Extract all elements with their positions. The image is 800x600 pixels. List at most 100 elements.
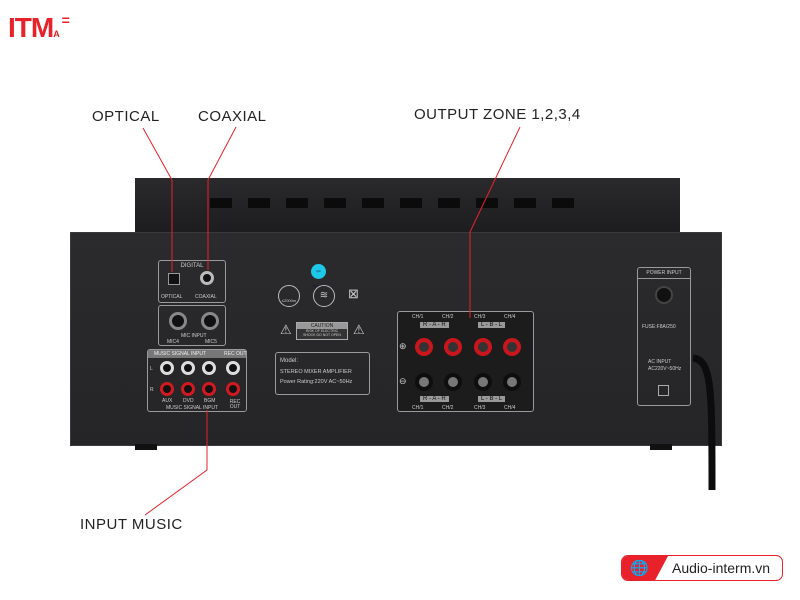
music-bottom-label: MUSIC SIGNAL INPUT <box>166 405 219 411</box>
foot <box>650 444 672 450</box>
vent <box>400 198 422 208</box>
ch4-negative-terminal[interactable] <box>503 373 521 391</box>
zone-a-label: R - A - R <box>420 322 449 328</box>
optical-leader-line <box>142 127 173 272</box>
model-label-box: Model: STEREO MIXER AMPLIFIER Power Rati… <box>275 352 370 395</box>
amplifier-rear-panel <box>70 232 722 446</box>
speaker-output-panel: CH/1 CH/2 CH/3 CH/4 R - A - R L - B - L … <box>397 311 534 412</box>
brand-logo: ITMA = <box>8 12 70 44</box>
ch3-positive-terminal[interactable] <box>474 338 492 356</box>
vent <box>552 198 574 208</box>
ac-input-label: AC INPUT <box>648 359 672 365</box>
warning-electric-icon: ⚠ <box>280 322 292 337</box>
aux-l-jack[interactable] <box>160 361 174 375</box>
double-insulation-icon <box>658 385 669 396</box>
coaxial-port[interactable] <box>200 271 214 285</box>
logo-sub: A <box>53 29 59 39</box>
ch3-bottom: CH/3 <box>474 405 486 411</box>
coaxial-label: COAXIAL <box>195 294 217 300</box>
caution-label: CAUTION RISK OF ELECTRIC SHOCK DO NOT OP… <box>296 322 348 340</box>
callout-output-zone: OUTPUT ZONE 1,2,3,4 <box>414 106 581 123</box>
ch2-positive-terminal[interactable] <box>444 338 462 356</box>
caution-title: CAUTION <box>297 323 347 329</box>
ch1-negative-terminal[interactable] <box>415 373 433 391</box>
rec-label: REC OUT <box>229 399 241 410</box>
ch2-label: CH/2 <box>442 314 454 320</box>
coaxial-leader-line <box>207 126 237 270</box>
optical-label: OPTICAL <box>161 294 183 300</box>
dvd-r-jack[interactable] <box>181 382 195 396</box>
callout-coaxial: COAXIAL <box>198 108 267 125</box>
vent <box>438 198 460 208</box>
logo-text: ITM <box>8 12 54 43</box>
weee-bin-icon: ⊠ <box>348 286 359 301</box>
globe-icon: 🌐 <box>630 560 649 577</box>
rec-r-jack[interactable] <box>226 382 240 396</box>
vent <box>210 198 232 208</box>
power-title: POWER INPUT <box>638 268 690 279</box>
ch1-label: CH/1 <box>412 314 424 320</box>
foot <box>135 444 157 450</box>
fuse-rating: FUSE:F8A/250 <box>642 324 676 330</box>
mic5-jack[interactable] <box>201 312 219 330</box>
ch2-bottom: CH/2 <box>442 405 454 411</box>
left-label: L <box>150 366 153 372</box>
aux-label: AUX <box>162 398 173 404</box>
bgm-r-jack[interactable] <box>202 382 216 396</box>
minus-icon: ⊖ <box>399 376 407 386</box>
ch1-bottom: CH/1 <box>412 405 424 411</box>
rec-out-title: REC OUT <box>224 351 247 357</box>
ch2-negative-terminal[interactable] <box>444 373 462 391</box>
input-music-leader-line <box>144 410 208 516</box>
vent <box>362 198 384 208</box>
ch3-label: CH/3 <box>474 314 486 320</box>
logo-mark: = <box>58 12 70 28</box>
music-title: MUSIC SIGNAL INPUT <box>154 351 207 357</box>
ch1-positive-terminal[interactable] <box>415 338 433 356</box>
vent <box>286 198 308 208</box>
right-label: R <box>150 387 154 393</box>
website-text: Audio-interm.vn <box>672 560 771 576</box>
ch4-label: CH/4 <box>504 314 516 320</box>
dvd-label: DVD <box>183 398 194 404</box>
fuse-holder[interactable] <box>655 286 673 304</box>
mic5-label: MIC5 <box>205 339 217 345</box>
mic4-label: MIC4 <box>167 339 179 345</box>
plus-icon: ⊕ <box>399 341 407 351</box>
output-leader-line <box>469 126 521 318</box>
bgm-l-jack[interactable] <box>202 361 216 375</box>
vent <box>476 198 498 208</box>
no-humidity-icon: ≋ <box>313 285 335 307</box>
zone-b-label: L - B - L <box>478 322 506 328</box>
ac-rating: AC220V~50Hz <box>648 366 682 372</box>
digital-title: DIGITAL <box>180 263 204 269</box>
caution-line1: RISK OF ELECTRIC <box>305 329 339 333</box>
website-badge[interactable]: 🌐 Audio-interm.vn <box>621 555 783 581</box>
mic-title: MIC INPUT <box>181 333 207 339</box>
product-name: STEREO MIXER AMPLIFIER <box>280 369 352 375</box>
zone-a-bottom-label: R - A - R <box>420 396 449 402</box>
callout-optical: OPTICAL <box>92 108 160 125</box>
digital-panel: DIGITAL OPTICAL COAXIAL <box>158 260 226 303</box>
callout-input-music: INPUT MUSIC <box>80 516 183 533</box>
caution-line2: SHOCK DO NOT OPEN <box>303 333 341 337</box>
mic4-jack[interactable] <box>169 312 187 330</box>
mic-panel: MIC INPUT MIC4 MIC5 <box>158 305 226 346</box>
power-input-panel: POWER INPUT FUSE:F8A/250 AC INPUT AC220V… <box>637 267 691 406</box>
optical-port[interactable] <box>168 273 180 285</box>
dvd-l-jack[interactable] <box>181 361 195 375</box>
aux-r-jack[interactable] <box>160 382 174 396</box>
ch3-negative-terminal[interactable] <box>474 373 492 391</box>
rec-l-jack[interactable] <box>226 361 240 375</box>
vent <box>324 198 346 208</box>
vent <box>248 198 270 208</box>
ch4-positive-terminal[interactable] <box>503 338 521 356</box>
altitude-icon: ≤2000m <box>278 285 300 307</box>
bgm-label: BGM <box>204 398 216 404</box>
zone-b-bottom-label: L - B - L <box>478 396 506 402</box>
model-field: Model: <box>280 358 299 364</box>
vent <box>514 198 536 208</box>
power-cable <box>692 354 716 491</box>
warning-icon: ⚠ <box>353 322 365 337</box>
